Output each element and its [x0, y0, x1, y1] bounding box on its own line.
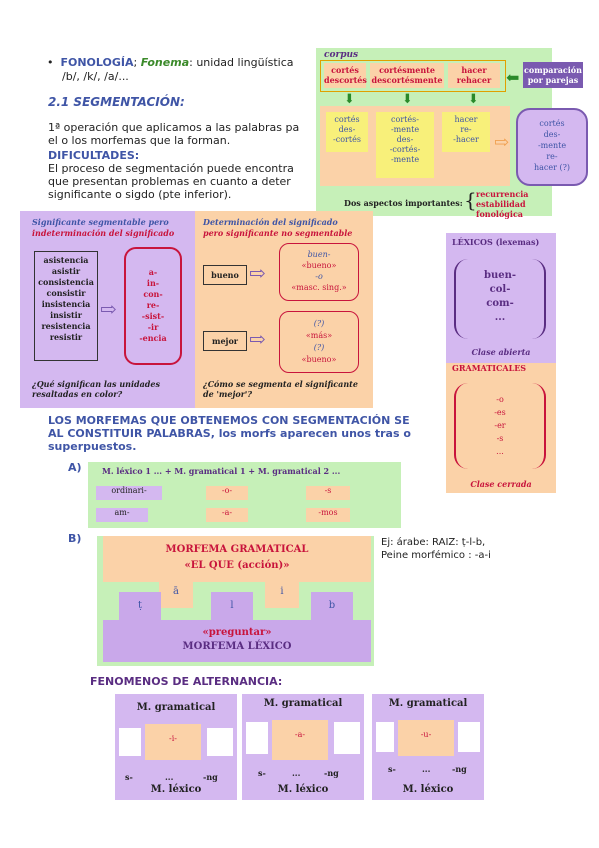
morfemas-heading: LOS MORFEMAS QUE OBTENEMOS CON SEGMENTAC… [48, 414, 411, 453]
section-b-label: B) [68, 532, 82, 545]
seg-title: 2.1 SEGMENTACIÓN: [48, 95, 185, 109]
corpus-row1-cell: cortés descortés [324, 63, 367, 88]
infix: -u- [398, 720, 454, 756]
word-list: asistencia asistir consistencia consisti… [34, 251, 98, 361]
corpus-row2-cell: cortés- -mente des- -cortés- -mente [376, 112, 434, 178]
vowel-a: ā [159, 582, 193, 608]
consonant-b: b [311, 592, 353, 620]
grammatical-morpheme-box: MORFEMA GRAMATICAL «EL QUE (acción)» [103, 536, 371, 582]
grammatical-cell: -o- [206, 486, 248, 500]
fonema-label: Fonema [140, 56, 190, 69]
segment-list: a- in- con- re- -sist- -ir -encia [124, 247, 182, 365]
formula: M. léxico 1 ... + M. gramatical 1 + M. g… [102, 466, 341, 476]
lexical-morpheme-box: «preguntar» MORFEMA LÉXICO [103, 620, 371, 662]
lexicos-list: buen- col- com- ... [454, 259, 546, 339]
vowel-i: i [265, 582, 299, 608]
word-bueno: bueno [203, 265, 247, 285]
dificultades-title: DIFICULTADES: [48, 149, 140, 162]
panel-subtitle: pero significante no segmentable [203, 228, 353, 238]
gramaticales-footer: Clase cerrada [470, 479, 532, 489]
panel-title: Significante segmentable pero [32, 217, 169, 227]
section-b-diagram: MORFEMA GRAMATICAL «EL QUE (acción)» ā i… [97, 536, 374, 666]
seg-paragraph: 1ª operación que aplicamos a las palabra… [48, 121, 300, 147]
corpus-row2-cell: cortés des- -cortés [326, 112, 368, 152]
alternancia-box: M. gramatical -i- s- ... -ng M. léxico [115, 694, 237, 800]
corpus-row1-cell: hacer rehacer [448, 63, 500, 88]
aspects-label: Dos aspectos importantes: [344, 198, 463, 208]
corpus-diagram: corpus cortés descortés cortésmente desc… [316, 48, 588, 219]
corpus-row1-cell: cortésmente descortésmente [370, 63, 444, 88]
mejor-segments: (?) «más» (?) «bueno» [279, 311, 359, 373]
fonologia-label: FONOLOGÍA [60, 56, 134, 69]
grammatical-cell: -a- [206, 508, 248, 522]
corpus-result: cortés des- -mente re- hacer (?) [516, 108, 588, 186]
consonant-l: l [211, 592, 253, 620]
alternancia-title: FENOMENOS DE ALTERNANCIA: [90, 675, 283, 688]
infix: -a- [272, 720, 328, 760]
panel-title: Determinación del significado [203, 217, 338, 227]
arrow-right-icon: ⇨ [494, 132, 510, 153]
fonema-examples: /b/, /k/, /a/... [62, 70, 129, 83]
panel-question: ¿Cómo se segmenta el significante de 'me… [203, 379, 358, 399]
panel-subtitle: indeterminación del significado [32, 228, 175, 238]
consonant-t: ṭ [119, 592, 161, 620]
arrow-down-icon: ⬇ [468, 92, 479, 107]
arrow-down-icon: ⬇ [402, 92, 413, 107]
gramaticales-list: -o -es -er -s ... [454, 383, 546, 469]
section-a-diagram: M. léxico 1 ... + M. gramatical 1 + M. g… [88, 462, 401, 528]
bueno-segments: buen- «bueno» -o «masc. sing.» [279, 243, 359, 301]
section-a-label: A) [68, 461, 82, 474]
arrow-down-icon: ⬇ [344, 92, 355, 107]
dificultades-paragraph: El proceso de segmentación puede encontr… [48, 162, 294, 201]
word-mejor: mejor [203, 331, 247, 351]
alternancia-box: M. gramatical -u- s- ... -ng M. léxico [372, 694, 484, 800]
alternancia-box: M. gramatical -a- s- ... -ng M. léxico [242, 694, 364, 800]
arrow-right-icon: ⇨ [100, 297, 117, 321]
segmentable-panel: Significante segmentable pero indetermin… [20, 211, 195, 408]
lexicos-panel: LÉXICOS (lexemas) buen- col- com- ... Cl… [446, 233, 556, 363]
grammatical-cell: -mos [306, 508, 350, 522]
infix: -i- [145, 724, 201, 760]
corpus-label: corpus [324, 50, 359, 60]
corpus-row2-cell: hacer re- -hacer [442, 112, 490, 152]
fonema-definition: : unidad lingüística [189, 56, 294, 69]
compare-box: comparación por parejas [523, 62, 583, 88]
lexicos-footer: Clase abierta [471, 347, 531, 357]
lexeme-cell: ordinari- [96, 486, 162, 500]
grammatical-cell: -s [306, 486, 350, 500]
arrow-right-icon: ⇨ [249, 261, 266, 285]
gramaticales-title: GRAMATICALES [452, 363, 527, 373]
lexicos-title: LÉXICOS (lexemas) [452, 237, 540, 247]
arabic-example: Ej: árabe: RAIZ: ṭ-l-b, Peine morfémico … [381, 537, 491, 561]
arrow-right-icon: ⇨ [249, 327, 266, 351]
no-segmentable-panel: Determinación del significado pero signi… [195, 211, 373, 408]
gramaticales-panel: GRAMATICALES -o -es -er -s ... Clase cer… [446, 363, 556, 493]
lexeme-cell: am- [96, 508, 148, 522]
panel-question: ¿Qué significan las unidades resaltadas … [32, 379, 160, 399]
fonologia-line: • FONOLOGÍA; Fonema: unidad lingüística [47, 56, 294, 69]
aspects-list: recurrencia estabilidad fonológica [476, 189, 529, 219]
arrow-left-icon: ⬅ [506, 68, 520, 87]
